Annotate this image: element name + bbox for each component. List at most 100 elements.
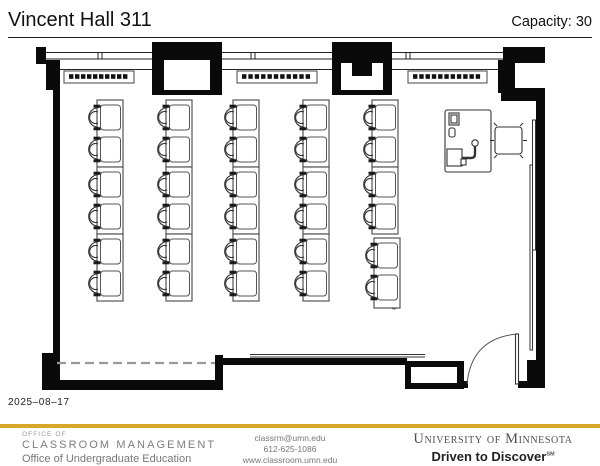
chair-icon: [157, 139, 168, 160]
instructor-station: [444, 109, 492, 173]
doc-camera-base: [446, 148, 463, 167]
window-wall: [46, 52, 536, 70]
doc-camera-head: [471, 139, 479, 147]
seat: [100, 136, 121, 163]
desk-table-c2-1: [157, 99, 193, 168]
desk-table-c3-2: [224, 166, 260, 235]
seat: [100, 203, 121, 230]
floor-plan: [36, 42, 545, 390]
wall-alcove: [405, 361, 464, 389]
chair-icon: [88, 107, 99, 128]
doc-camera-arm: [461, 144, 477, 160]
chair-icon: [294, 241, 305, 262]
chair-icon: [88, 174, 99, 195]
control-panel-icon: [448, 127, 456, 138]
office-name-label: CLASSROOM MANAGEMENT: [22, 439, 217, 451]
room-title: Vincent Hall 311: [8, 9, 152, 31]
seat: [100, 104, 121, 131]
office-sub-label: Office of Undergraduate Education: [22, 453, 192, 465]
seat: [306, 238, 327, 265]
seat: [169, 203, 190, 230]
university-wordmark: University of Minnesota: [413, 431, 573, 447]
brand-block: University of Minnesota Driven to Discov…: [395, 431, 591, 464]
seat: [100, 238, 121, 265]
chair-icon: [294, 273, 305, 294]
bottom-chalkboard: [250, 354, 425, 358]
gold-accent-bar: [0, 424, 600, 428]
seat: [377, 274, 398, 301]
wall-bay-left: [152, 42, 222, 95]
plan-date: 2025–08–17: [8, 397, 70, 408]
contact-block: classrm@umn.edu 612-625-1086 www.classro…: [228, 433, 352, 466]
office-block: OFFICE OF CLASSROOM MANAGEMENT Office of…: [22, 431, 216, 465]
chair-icon: [363, 206, 374, 227]
university-tagline: Driven to DiscoverSM: [431, 449, 555, 464]
desk-table-c2-3: [157, 233, 193, 302]
instructor-table: [490, 122, 527, 159]
desk-table-c5-2: [363, 166, 399, 235]
seat: [306, 270, 327, 297]
seat: [375, 203, 396, 230]
desk-table-c4-2: [294, 166, 330, 235]
seat: [236, 136, 257, 163]
right-chalkboards: [529, 119, 536, 351]
desk-table-c4-3: [294, 233, 330, 302]
chair-icon: [88, 241, 99, 262]
chair-icon: [224, 241, 235, 262]
seat: [236, 238, 257, 265]
seat: [169, 104, 190, 131]
seat: [236, 270, 257, 297]
chair-icon: [224, 206, 235, 227]
seat: [306, 136, 327, 163]
desk-table-c3-3: [224, 233, 260, 302]
chair-icon: [88, 206, 99, 227]
chair-icon: [224, 273, 235, 294]
entrance-door: [466, 333, 520, 385]
seat: [375, 104, 396, 131]
chair-icon: [363, 139, 374, 160]
seat: [169, 136, 190, 163]
chair-icon: [294, 107, 305, 128]
desk-table-c5-3: [365, 237, 401, 309]
seat: [169, 171, 190, 198]
seat: [375, 136, 396, 163]
seat: [169, 238, 190, 265]
desk-table-c1-1: [88, 99, 124, 168]
seat: [375, 171, 396, 198]
desk-table-c5-1: [363, 99, 399, 168]
walls: [36, 47, 545, 390]
seat: [306, 171, 327, 198]
chair-icon: [365, 277, 376, 298]
desk-table-c1-2: [88, 166, 124, 235]
chair-icon: [157, 241, 168, 262]
chair-icon: [224, 174, 235, 195]
seat: [169, 270, 190, 297]
chair-icon: [294, 206, 305, 227]
seat: [100, 171, 121, 198]
chair-icon: [157, 174, 168, 195]
chair-icon: [157, 273, 168, 294]
radiator-3: [407, 70, 488, 84]
contact-web: www.classroom.umn.edu: [242, 455, 338, 465]
seat: [306, 104, 327, 131]
chair-icon: [294, 139, 305, 160]
chair-icon: [157, 107, 168, 128]
desk-table-c1-3: [88, 233, 124, 302]
desk-table-c3-1: [224, 99, 260, 168]
radiator-1: [63, 70, 135, 84]
chair-icon: [224, 107, 235, 128]
chair-icon: [224, 139, 235, 160]
seat: [377, 242, 398, 269]
seat: [100, 270, 121, 297]
desk-table-c2-2: [157, 166, 193, 235]
office-small-label: OFFICE OF: [22, 431, 67, 438]
seat: [236, 171, 257, 198]
chair-icon: [363, 174, 374, 195]
chair-icon: [365, 245, 376, 266]
seat: [236, 203, 257, 230]
chair-icon: [88, 273, 99, 294]
chair-icon: [88, 139, 99, 160]
seat: [306, 203, 327, 230]
chair-icon: [294, 174, 305, 195]
radiator-2: [236, 70, 318, 84]
